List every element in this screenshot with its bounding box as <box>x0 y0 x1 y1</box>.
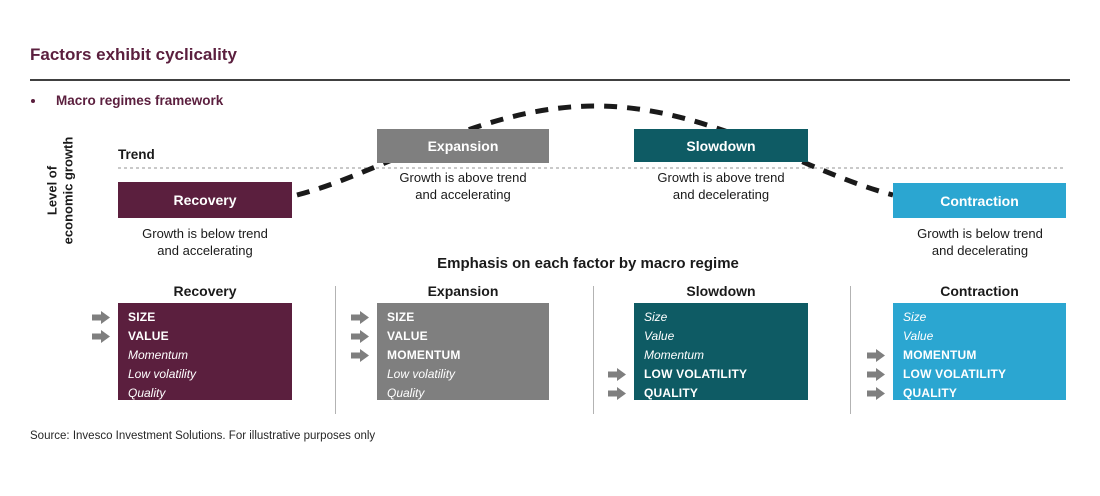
caption-line: and accelerating <box>415 186 511 202</box>
emphasis-arrow-icon <box>92 311 110 324</box>
factor-row: VALUE <box>387 329 428 343</box>
arrow-gutter <box>867 303 893 403</box>
factor-row: Momentum <box>644 348 705 362</box>
caption-line: Growth is above trend <box>399 170 527 185</box>
caption-line: Growth is below trend <box>142 226 268 241</box>
source-note: Source: Invesco Investment Solutions. Fo… <box>30 430 376 442</box>
emphasis-arrow-cell <box>92 327 118 346</box>
factor-row: Size <box>903 310 927 324</box>
regime-caption-slowdown: Growth is above trend and decelerating <box>621 170 821 203</box>
factor-row: Value <box>644 329 675 343</box>
caption-line: and decelerating <box>931 242 1029 258</box>
factor-column-header: Recovery <box>173 283 237 299</box>
emphasis-arrow-icon <box>608 368 626 381</box>
factor-row: MOMENTUM <box>903 348 977 362</box>
regime-caption-expansion: Growth is above trend and accelerating <box>363 170 563 203</box>
regime-caption-recovery: Growth is below trend and accelerating <box>105 226 305 259</box>
emphasis-arrow-icon <box>92 330 110 343</box>
factor-row: Low volatility <box>128 367 197 381</box>
factor-row: QUALITY <box>644 386 699 400</box>
factor-row: SIZE <box>128 310 156 324</box>
emphasis-arrow-cell <box>92 308 118 327</box>
caption-line: Growth is above trend <box>657 170 785 185</box>
title-rule <box>30 79 1070 81</box>
arrow-gutter <box>608 303 634 403</box>
emphasis-arrow-cell <box>867 365 893 384</box>
caption-line: and accelerating <box>157 242 253 258</box>
emphasis-arrow-icon <box>867 387 885 400</box>
regime-box-contraction: Contraction <box>893 183 1066 218</box>
emphasis-arrow-icon <box>351 311 369 324</box>
factor-row: Value <box>903 329 934 343</box>
factor-column-header: Contraction <box>940 283 1019 299</box>
emphasis-arrow-icon <box>867 368 885 381</box>
regime-caption-contraction: Growth is below trend and decelerating <box>880 226 1080 259</box>
factor-row: VALUE <box>128 329 169 343</box>
factor-column-header: Expansion <box>427 283 499 299</box>
regime-box-slowdown: Slowdown <box>634 129 808 162</box>
factor-row: Quality <box>128 386 166 400</box>
bullet-macro-regimes: Macro regimes framework <box>56 93 224 108</box>
business-cycle-dashed-curve <box>296 103 894 198</box>
column-divider <box>593 286 594 414</box>
emphasis-arrow-cell <box>867 384 893 403</box>
regime-box-recovery: Recovery <box>118 182 292 218</box>
factor-row: SIZE <box>387 310 415 324</box>
column-divider <box>850 286 851 414</box>
page-title: Factors exhibit cyclicality <box>30 45 237 64</box>
emphasis-arrow-cell <box>608 384 634 403</box>
caption-line: and decelerating <box>672 186 770 202</box>
caption-line: Growth is below trend <box>917 226 1043 241</box>
factor-section-heading: Emphasis on each factor by macro regime <box>437 255 739 272</box>
factor-row: LOW VOLATILITY <box>644 367 748 381</box>
emphasis-arrow-icon <box>608 387 626 400</box>
factor-column-header: Slowdown <box>686 283 756 299</box>
arrow-gutter <box>92 303 118 403</box>
regime-box-expansion: Expansion <box>377 129 549 163</box>
factor-row: Momentum <box>128 348 189 362</box>
factor-row: MOMENTUM <box>387 348 461 362</box>
factor-row: Quality <box>387 386 425 400</box>
factor-row: QUALITY <box>903 386 958 400</box>
factor-row: LOW VOLATILITY <box>903 367 1007 381</box>
emphasis-arrow-cell <box>351 327 377 346</box>
column-divider <box>335 286 336 414</box>
emphasis-arrow-cell <box>608 365 634 384</box>
emphasis-arrow-icon <box>351 349 369 362</box>
emphasis-arrow-icon <box>351 330 369 343</box>
emphasis-arrow-icon <box>867 349 885 362</box>
factor-row: Low volatility <box>387 367 456 381</box>
trend-label: Trend <box>118 147 155 162</box>
arrow-gutter <box>351 303 377 403</box>
bullet-dot-icon <box>31 99 35 103</box>
emphasis-arrow-cell <box>351 346 377 365</box>
factor-row: Size <box>644 310 668 324</box>
emphasis-arrow-cell <box>351 308 377 327</box>
emphasis-arrow-cell <box>867 346 893 365</box>
